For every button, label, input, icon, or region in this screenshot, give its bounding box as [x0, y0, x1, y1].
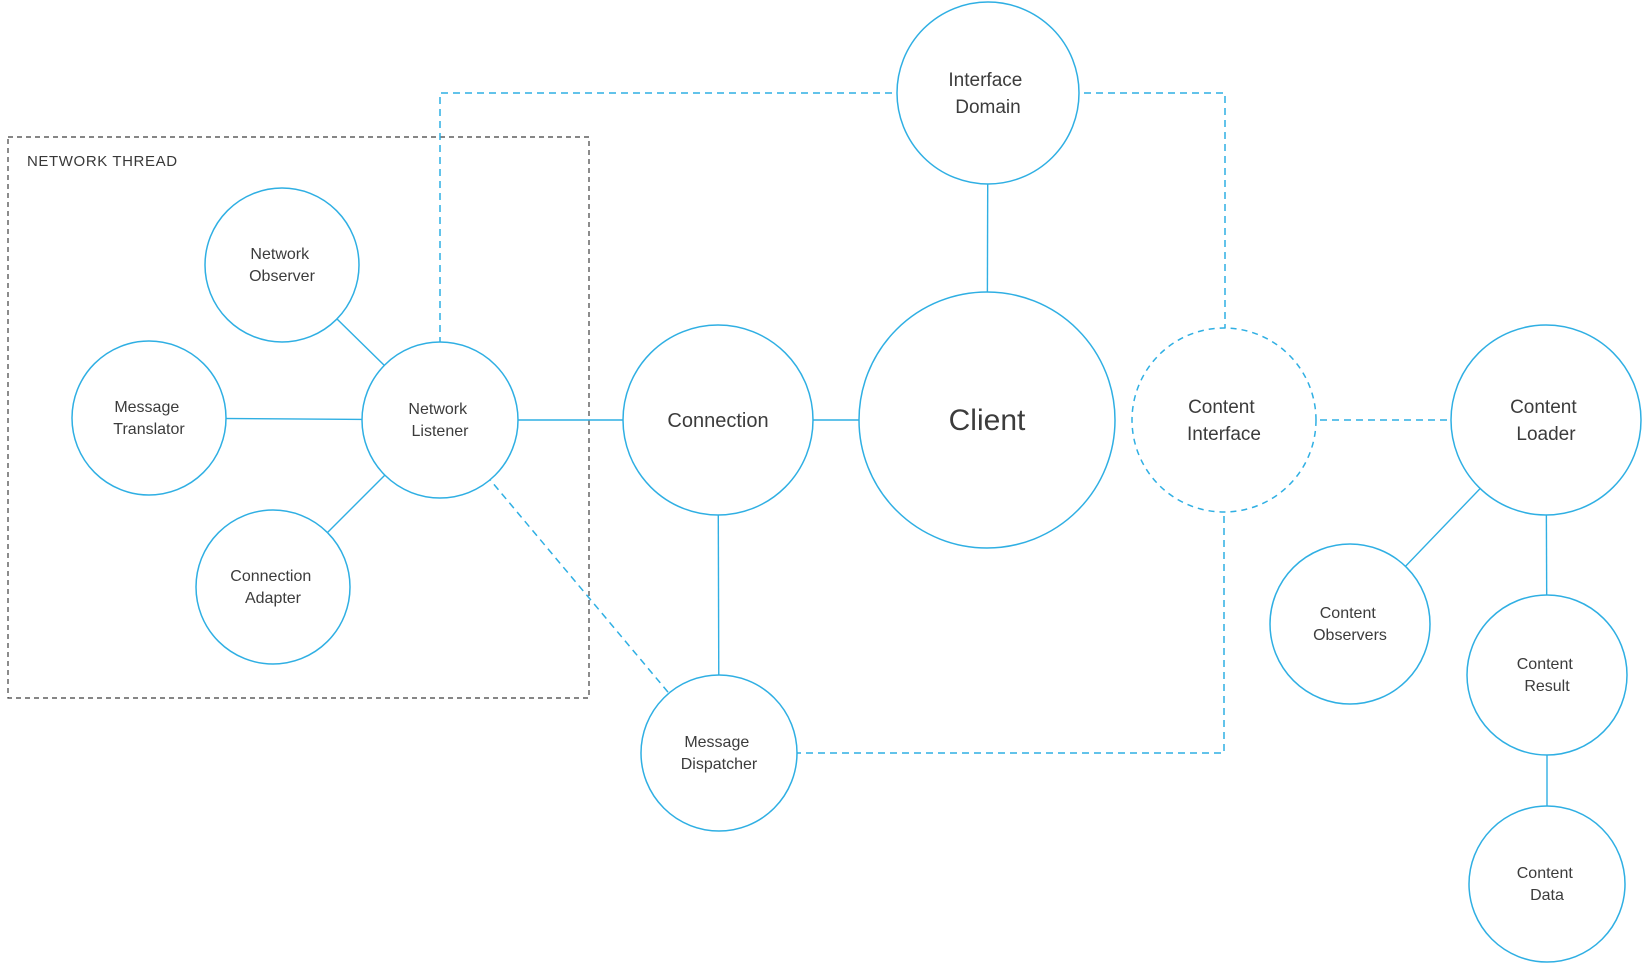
- content-loader-circle[interactable]: [1450, 324, 1642, 516]
- content-result-circle[interactable]: [1466, 594, 1628, 756]
- node-message-dispatcher[interactable]: Message Dispatcher: [640, 674, 798, 832]
- edge-content-interface-message-dispatcher: [719, 420, 1225, 754]
- node-content-result[interactable]: Content Result: [1466, 594, 1628, 756]
- client-label: Client: [949, 404, 1026, 437]
- message-translator-label: Message Translator: [113, 399, 185, 438]
- content-data-label: Content Data: [1517, 865, 1578, 904]
- connection-circle[interactable]: [622, 324, 814, 516]
- content-interface-circle[interactable]: [1131, 327, 1317, 513]
- message-dispatcher-circle[interactable]: [640, 674, 798, 832]
- interface-domain-circle[interactable]: [896, 1, 1080, 185]
- interface-domain-label: Interface Domain: [948, 70, 1027, 118]
- edge-interface-domain-network-listener: [439, 92, 988, 420]
- content-observers-circle[interactable]: [1269, 543, 1431, 705]
- content-result-label: Content Result: [1517, 656, 1578, 695]
- node-connection-adapter[interactable]: Connection Adapter: [195, 509, 351, 665]
- edges-solid: [148, 92, 1548, 884]
- connection-label: Connection: [667, 410, 768, 432]
- node-network-listener[interactable]: Network Listener: [361, 341, 519, 499]
- network-listener-circle[interactable]: [361, 341, 519, 499]
- network-listener-label: Network Listener: [408, 401, 471, 440]
- node-interface-domain[interactable]: Interface Domain: [896, 1, 1080, 185]
- content-loader-label: Content Loader: [1510, 397, 1582, 445]
- content-observers-label: Content Observers: [1313, 605, 1387, 644]
- connection-adapter-label: Connection Adapter: [230, 568, 315, 607]
- node-connection[interactable]: Connection: [622, 324, 814, 516]
- node-content-observers[interactable]: Content Observers: [1269, 543, 1431, 705]
- client-circle[interactable]: [858, 291, 1116, 549]
- message-dispatcher-label: Message Dispatcher: [681, 734, 758, 773]
- content-data-circle[interactable]: [1468, 805, 1626, 963]
- node-content-loader[interactable]: Content Loader: [1450, 324, 1642, 516]
- network-observer-circle[interactable]: [204, 187, 360, 343]
- message-translator-circle[interactable]: [71, 340, 227, 496]
- node-message-translator[interactable]: Message Translator: [71, 340, 227, 496]
- connection-adapter-circle[interactable]: [195, 509, 351, 665]
- node-content-data[interactable]: Content Data: [1468, 805, 1626, 963]
- network-thread-label: NETWORK THREAD: [27, 153, 178, 170]
- network-thread-container[interactable]: [7, 136, 590, 699]
- node-network-observer[interactable]: Network Observer: [204, 187, 360, 343]
- node-client[interactable]: Client: [858, 291, 1116, 549]
- content-interface-label: Content Interface: [1187, 397, 1261, 445]
- network-observer-label: Network Observer: [249, 246, 315, 285]
- network-thread-group: NETWORK THREAD: [7, 136, 590, 699]
- node-content-interface[interactable]: Content Interface: [1131, 327, 1317, 513]
